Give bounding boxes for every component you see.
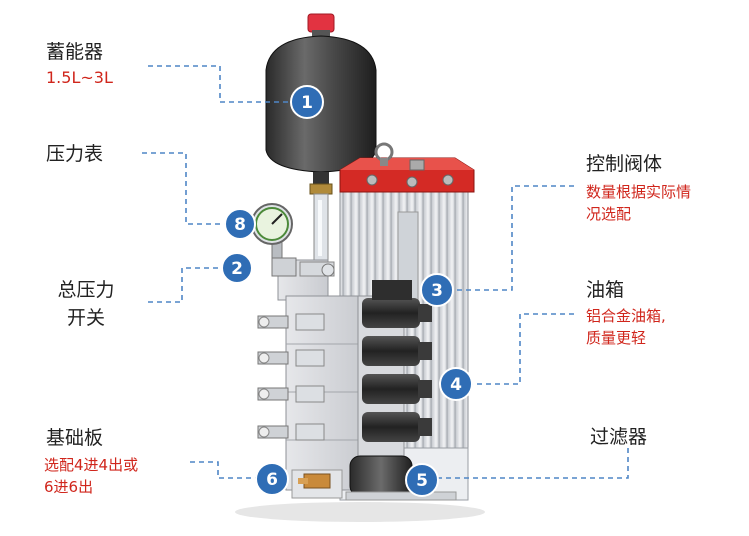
base-plate-sub-line2: 6进6出 xyxy=(44,478,94,496)
main-switch-title-line2: 开关 xyxy=(66,307,105,329)
pressure-gauge xyxy=(251,203,297,277)
left-fittings xyxy=(257,313,325,441)
base-plate-sub-line1: 选配4进4出或 xyxy=(44,456,139,474)
svg-text:3: 3 xyxy=(431,281,443,301)
tank-cap xyxy=(339,142,475,193)
accumulator-title: 蓄能器 xyxy=(46,41,104,63)
svg-text:2: 2 xyxy=(231,259,243,279)
number-badges: 1 8 2 3 4 5 6 xyxy=(221,85,473,497)
accumulator-capacity: 1.5L~3L xyxy=(46,68,113,87)
valve-body-sub-line1: 数量根据实际情 xyxy=(586,183,692,201)
filter xyxy=(345,455,457,501)
svg-text:6: 6 xyxy=(266,470,278,490)
leader-lines xyxy=(142,65,629,479)
valve-body-title: 控制阀体 xyxy=(586,153,663,175)
svg-text:5: 5 xyxy=(416,471,428,491)
badge-6: 6 xyxy=(255,462,289,496)
base-plate-fitting xyxy=(291,469,343,499)
base-plate-title: 基础板 xyxy=(46,427,104,449)
leader-4 xyxy=(472,313,574,385)
oil-tank-sub-line2: 质量更轻 xyxy=(586,329,647,347)
filter-title: 过滤器 xyxy=(590,426,648,448)
badge-8: 8 xyxy=(224,208,256,240)
main-switch-fitting xyxy=(299,261,335,277)
badge-4: 4 xyxy=(439,367,473,401)
ground-shadow xyxy=(235,502,485,522)
oil-tank-title: 油箱 xyxy=(586,279,625,301)
pressure-gauge-title: 压力表 xyxy=(46,143,104,165)
badge-2: 2 xyxy=(221,252,253,284)
leader-1 xyxy=(148,65,290,103)
svg-text:4: 4 xyxy=(450,375,462,395)
valve-body-sub-line2: 况选配 xyxy=(586,205,632,223)
leader-8 xyxy=(142,152,228,225)
solenoid-valves xyxy=(362,280,432,442)
main-switch-title-line1: 总压力 xyxy=(57,279,115,301)
oil-tank-sub-line1: 铝合金油箱, xyxy=(586,307,666,325)
leader-2 xyxy=(148,267,222,303)
leader-6 xyxy=(190,461,258,479)
svg-text:1: 1 xyxy=(301,93,313,113)
svg-text:8: 8 xyxy=(234,215,246,235)
leader-3 xyxy=(454,185,574,291)
badge-1: 1 xyxy=(290,85,324,119)
badge-3: 3 xyxy=(420,273,454,307)
leader-5 xyxy=(436,448,629,479)
badge-5: 5 xyxy=(405,463,439,497)
